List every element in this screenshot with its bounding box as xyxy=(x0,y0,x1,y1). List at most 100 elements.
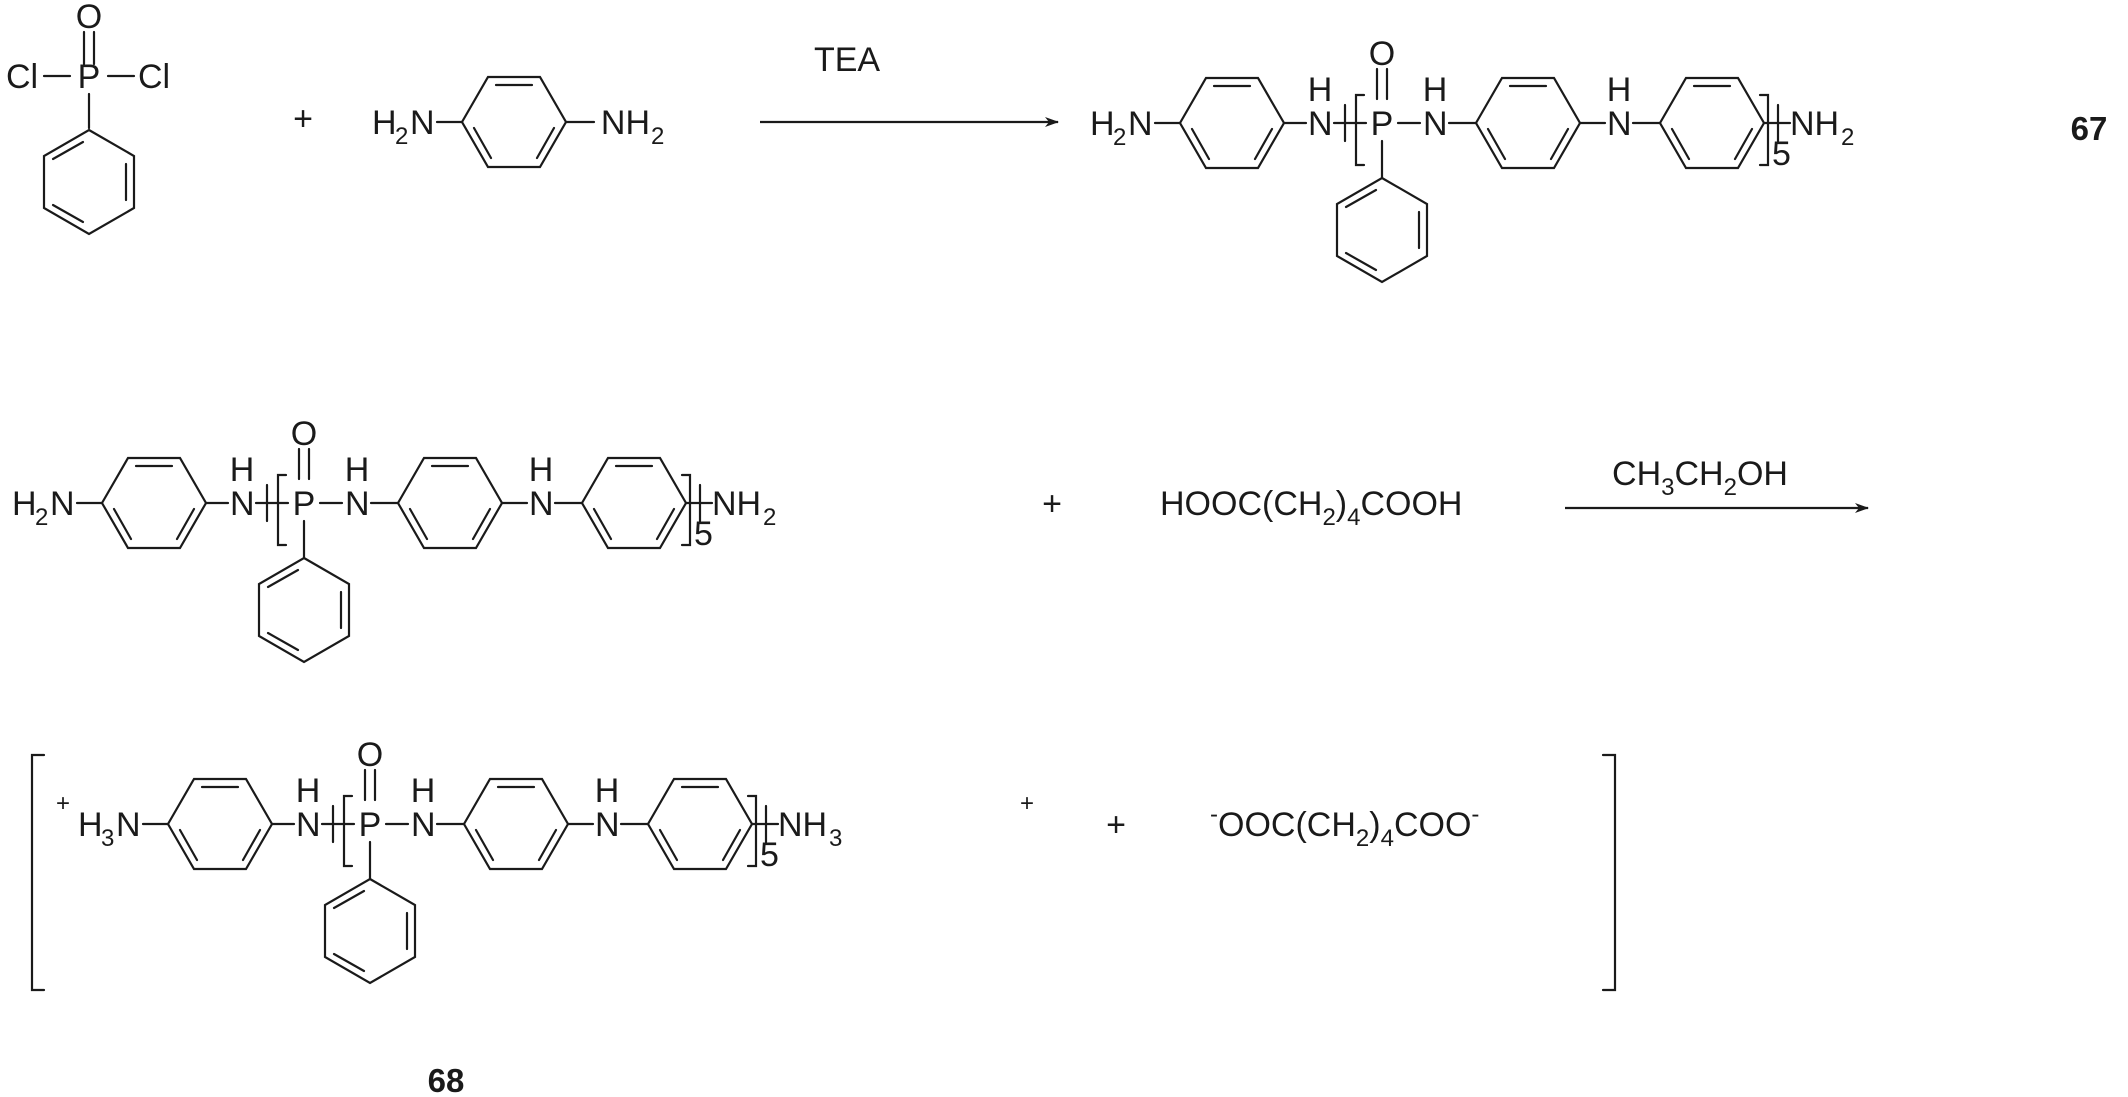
end-nh: NH xyxy=(712,485,761,523)
benzene-ring-pendant xyxy=(1335,176,1429,284)
salt-cation: + H 3 N N H O P N H N H 5 NH 3 + xyxy=(56,736,1034,985)
benzene-ring xyxy=(1178,76,1286,170)
reaction-condition-ethanol: CH3CH2OH xyxy=(1612,455,1788,501)
amine-nh-right: NH xyxy=(601,104,650,142)
nh-n: N xyxy=(529,485,554,523)
h3n-n: N xyxy=(116,806,141,844)
oxygen-atom: O xyxy=(291,415,317,453)
benzene-ring xyxy=(580,456,688,550)
nh-n: N xyxy=(1423,105,1448,143)
salt-bracket-right xyxy=(1601,753,1617,992)
oxygen-atom: O xyxy=(76,0,102,36)
nh-n: N xyxy=(1308,105,1333,143)
nh-n: N xyxy=(296,806,321,844)
plus-sign-3: + xyxy=(1106,806,1126,844)
nh-n: N xyxy=(345,485,370,523)
nh-h: H xyxy=(411,772,436,810)
p-o-double-bond xyxy=(363,768,377,802)
h2n-subscript: 2 xyxy=(35,504,48,531)
repeat-count: 5 xyxy=(694,515,713,553)
compound-label-67: 67 xyxy=(2071,110,2108,147)
amine-h-left: H xyxy=(372,104,397,142)
h2n-h: H xyxy=(12,485,37,523)
nh-n: N xyxy=(595,806,620,844)
bracket-right xyxy=(746,794,758,868)
nh-h: H xyxy=(296,772,321,810)
benzene-ring xyxy=(460,75,568,169)
bracket-crossing-bond xyxy=(320,804,346,844)
p-phenylenediamine: H 2 N NH 2 xyxy=(372,75,664,169)
nh-h: H xyxy=(1607,71,1632,109)
nh-h: H xyxy=(529,451,554,489)
bracket-left xyxy=(1354,93,1366,167)
repeat-count: 5 xyxy=(760,836,779,874)
adipic-acid-formula: HOOC(CH2)4COOH xyxy=(1160,485,1462,531)
h2n-n: N xyxy=(1128,105,1153,143)
amine-h-left-subscript: 2 xyxy=(395,123,408,150)
phosphorus-atom: P xyxy=(78,58,101,96)
cation-charge-right: + xyxy=(1020,790,1034,817)
benzene-ring xyxy=(462,777,570,871)
benzene-ring xyxy=(396,456,504,550)
bracket-left xyxy=(342,794,354,868)
nh-n: N xyxy=(230,485,255,523)
bracket-right xyxy=(680,473,692,547)
amine-n-left: N xyxy=(410,104,435,142)
nh-h: H xyxy=(230,451,255,489)
chlorine-atom-left: Cl xyxy=(6,58,38,96)
p-cl-bonds xyxy=(42,74,136,130)
bracket-crossing-bond xyxy=(1332,103,1358,143)
benzene-ring xyxy=(646,777,754,871)
phosphorus-atom: P xyxy=(1371,105,1394,143)
h2n-h: H xyxy=(1090,105,1115,143)
bracket-left xyxy=(276,473,288,547)
nh-h: H xyxy=(1423,71,1448,109)
p-bonds xyxy=(276,501,344,560)
reaction-arrow-2: CH3CH2OH xyxy=(1565,455,1869,513)
h3n-h: H xyxy=(78,806,103,844)
salt-bracket-left xyxy=(30,753,46,992)
nh-n: N xyxy=(411,806,436,844)
adipate-anion: -OOC(CH2)4COO- xyxy=(1210,801,1479,852)
benzene-ring xyxy=(1474,76,1582,170)
benzene-ring xyxy=(42,128,136,236)
benzene-ring xyxy=(166,777,274,871)
reaction-arrow-1: TEA xyxy=(760,41,1059,127)
p-bonds xyxy=(342,822,410,881)
benzene-ring xyxy=(1658,76,1766,170)
end-nh-subscript: 2 xyxy=(763,504,776,531)
oxygen-atom: O xyxy=(357,736,383,774)
p-bonds xyxy=(1354,121,1422,180)
h2n-subscript: 2 xyxy=(1113,124,1126,151)
end-nh-subscript: 2 xyxy=(1841,124,1854,151)
plus-sign-2: + xyxy=(1042,485,1062,523)
h2n-n: N xyxy=(50,485,75,523)
nh-h: H xyxy=(345,451,370,489)
benzene-ring-pendant xyxy=(257,556,351,664)
polymer-67: H 2 N N H O P N H N H 5 NH 2 xyxy=(1090,35,1854,284)
oxygen-atom: O xyxy=(1369,35,1395,73)
polymer-67-reactant: H 2 N N H O P N H N H 5 NH 2 xyxy=(12,415,776,664)
bracket-right xyxy=(1758,93,1770,167)
phenylphosphonic-dichloride: O P Cl Cl xyxy=(6,0,170,236)
reaction-condition-tea: TEA xyxy=(814,41,880,79)
plus-sign-1: + xyxy=(293,100,313,138)
amine-nh-right-subscript: 2 xyxy=(651,123,664,150)
p-o-double-bond xyxy=(82,30,96,66)
end-nh: NH xyxy=(1790,105,1839,143)
benzene-ring xyxy=(100,456,208,550)
p-o-double-bond xyxy=(297,447,311,481)
phosphorus-atom: P xyxy=(359,806,382,844)
bracket-crossing-bond xyxy=(254,483,280,523)
benzene-ring-pendant xyxy=(323,877,417,985)
end-nh-subscript: 3 xyxy=(829,825,842,852)
adipate-formula: -OOC(CH2)4COO- xyxy=(1210,801,1479,852)
adipic-acid: HOOC(CH2)4COOH xyxy=(1160,485,1462,531)
p-o-double-bond xyxy=(1375,67,1389,101)
h3n-subscript: 3 xyxy=(101,825,114,852)
phosphorus-atom: P xyxy=(293,485,316,523)
cation-charge-left: + xyxy=(56,790,70,817)
end-nh: NH xyxy=(778,806,827,844)
compound-label-68: 68 xyxy=(428,1062,465,1097)
